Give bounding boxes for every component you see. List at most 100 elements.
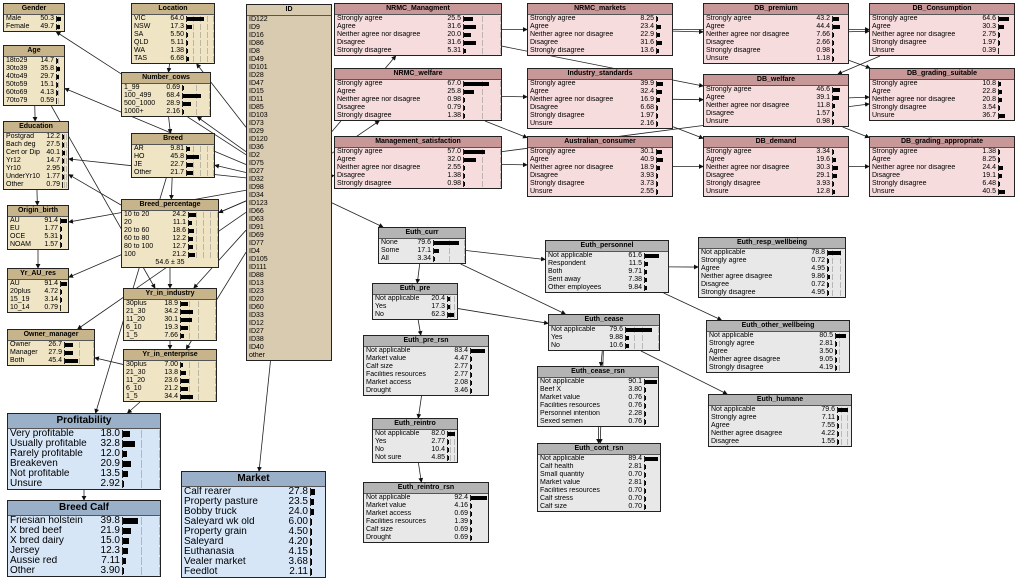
state-probability: 14.7 <box>46 157 60 164</box>
probability-bar <box>833 174 838 178</box>
state-label: Unsure <box>872 112 895 119</box>
probability-bar-track <box>180 333 216 339</box>
probability-bar <box>464 150 486 154</box>
state-label: QLD <box>134 39 149 46</box>
probability-bar-track <box>656 105 672 111</box>
state-probability: 25.8 <box>447 88 461 95</box>
state-label: Market value <box>366 355 407 362</box>
probability-bar-track <box>463 24 501 30</box>
state-label: Unsure <box>10 479 43 489</box>
node-idnode[interactable]: IDID1221.96ID91.96ID161.77ID861.77ID81.7… <box>246 4 332 361</box>
state-probability: 18.0 <box>100 428 120 439</box>
state-label: Agree <box>337 88 356 95</box>
probability-bar-track <box>832 24 848 30</box>
state-probability: 40.9 <box>640 156 654 163</box>
state-probability: 78.8 <box>811 249 825 256</box>
state-label: Sexed semen <box>540 418 583 425</box>
state-label: 20plus <box>10 288 31 295</box>
state-label: Very profitable <box>10 429 74 439</box>
state-probability: 30.1 <box>164 316 178 323</box>
state-probability: 19.6 <box>816 156 830 163</box>
probability-bar <box>464 41 476 45</box>
probability-bar-track <box>62 174 68 180</box>
state-row: ID21.18 <box>247 152 331 160</box>
state-probability: 1.38 <box>447 112 461 119</box>
probability-bar-track <box>60 297 68 303</box>
state-label: Neither agree nor disagree <box>337 164 421 171</box>
state-row: ID731.38 <box>247 120 331 128</box>
state-probability: 1.57 <box>816 110 830 117</box>
state-row: ID271.18 <box>247 168 331 176</box>
state-label: Strongly disagree <box>337 112 392 119</box>
state-label: ID77 <box>249 240 264 247</box>
state-label: X bred dairy <box>10 536 64 546</box>
state-probability: 79.6 <box>821 406 835 413</box>
state-label: ID123 <box>249 200 268 207</box>
state-label: HO <box>134 153 145 160</box>
state-probability: 27.8 <box>288 486 308 497</box>
state-label: No <box>551 342 560 349</box>
probability-bar <box>464 90 474 94</box>
probability-bar <box>471 496 487 500</box>
probability-bar <box>657 49 660 53</box>
state-row: ID40.99 <box>247 248 331 256</box>
state-label: ID15 <box>249 88 264 95</box>
state-probability: 6.68 <box>170 55 184 62</box>
state-probability: 0.70 <box>628 495 642 502</box>
state-probability: 13.8 <box>164 369 178 376</box>
state-probability: 15.1 <box>40 81 54 88</box>
state-probability: 5.31 <box>44 233 58 240</box>
probability-bar-track <box>644 419 658 425</box>
state-label: Not applicable <box>366 347 411 354</box>
probability-bar-track <box>470 372 488 378</box>
state-label: 11_20 <box>126 316 145 323</box>
state-probability: 90.1 <box>628 378 642 385</box>
probability-bar-track <box>470 503 488 509</box>
node-title: Euth_cont_rsn <box>538 444 660 455</box>
